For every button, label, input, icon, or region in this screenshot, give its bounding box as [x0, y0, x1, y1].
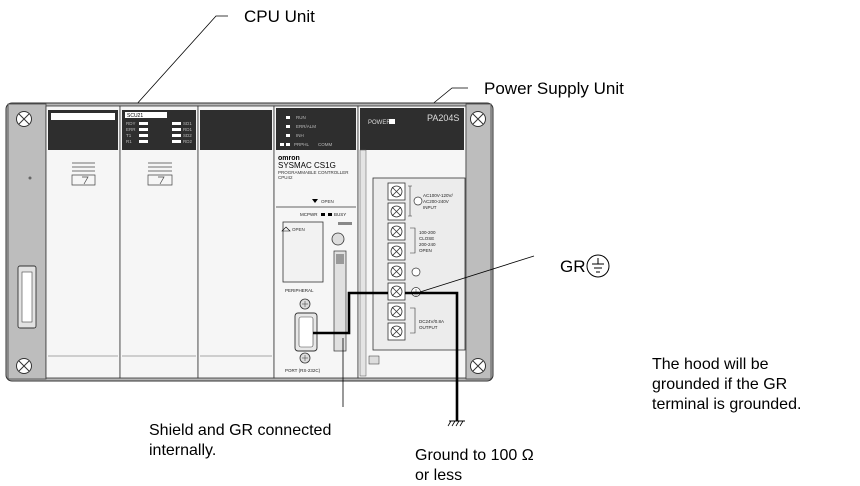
ac-text: INPUT	[423, 205, 437, 210]
hood-note-line3: terminal is grounded.	[652, 396, 801, 413]
ground-symbol-icon	[587, 255, 609, 277]
scu-led-label: RD1	[183, 127, 192, 132]
ac-text: AC100V-120V/	[423, 193, 454, 198]
scu-led-label: SD1	[183, 121, 192, 126]
lg-terminal-icon	[412, 268, 420, 276]
busy-label: BUSY	[334, 212, 346, 217]
selector-text: CLOSE	[419, 236, 434, 241]
port-label: PORT (RS-232C)	[285, 368, 321, 373]
selector-text: 100-200	[419, 230, 436, 235]
cpu-led-label: INH	[296, 133, 304, 138]
selector-text: OPEN	[419, 248, 432, 253]
cpu-led-label: ERR/ALM	[296, 124, 316, 129]
psu-power-label: POWER	[368, 120, 391, 126]
scu-led-label: RDY	[126, 121, 136, 126]
gr-label: GR	[560, 257, 586, 276]
scu-label: SCU21	[127, 113, 143, 119]
slot-3	[198, 106, 274, 378]
card-open-label: OPEN	[292, 227, 305, 232]
shield-label-line1: Shield and GR connected	[149, 422, 331, 439]
scu-led-label: SD2	[183, 133, 192, 138]
slot-1	[46, 106, 120, 378]
peripheral-label: PERIPHERAL	[285, 288, 314, 293]
shield-label-line2: internally.	[149, 442, 216, 459]
cpu-led-label: COMM	[318, 142, 332, 147]
power-supply-unit-label: Power Supply Unit	[484, 79, 624, 98]
hood-note-line1: The hood will be	[652, 356, 769, 373]
fuse-icon	[414, 197, 422, 205]
scu-led-label: ERR	[126, 127, 136, 132]
hood-note-line2: grounded if the GR	[652, 376, 787, 393]
earth-ground-icon	[448, 421, 465, 426]
cpu-unit-label: CPU Unit	[244, 7, 315, 26]
ac-text: AC200-240V	[423, 199, 449, 204]
dc-text: OUTPUT	[419, 325, 438, 330]
psu-model: PA204S	[427, 113, 459, 123]
slot-2-scu21: SCU21 RDY ERR T1 R1 SD1 RD1 SD2 RD2	[120, 106, 198, 378]
scu-led-label: T1	[126, 133, 132, 138]
cpu-model: CPU42	[278, 175, 293, 180]
mcpwr-label: MCPWR	[300, 212, 318, 217]
open-label: OPEN	[321, 199, 334, 204]
scu-led-label: RD2	[183, 139, 192, 144]
cpu-unit-leader	[135, 16, 228, 106]
cpu-unit: RUN ERR/ALM INH PRPHL COMM omron SYSMAC …	[274, 106, 358, 378]
right-end-plate	[466, 104, 491, 379]
cpu-led-label: PRPHL	[294, 142, 310, 147]
cpu-led-label: RUN	[296, 115, 306, 120]
power-led	[389, 119, 395, 124]
scu-led-label: R1	[126, 139, 132, 144]
left-end-plate	[8, 104, 46, 379]
model-name: SYSMAC CS1G	[278, 161, 336, 170]
eject-button[interactable]	[332, 233, 344, 245]
power-supply-unit: POWER PA204S	[358, 106, 466, 378]
dc-text: DC24V/0.8A	[419, 319, 444, 324]
ground-label-line2: or less	[415, 467, 462, 484]
selector-text: 200-240	[419, 242, 436, 247]
ground-label-line1: Ground to 100 Ω	[415, 447, 534, 464]
